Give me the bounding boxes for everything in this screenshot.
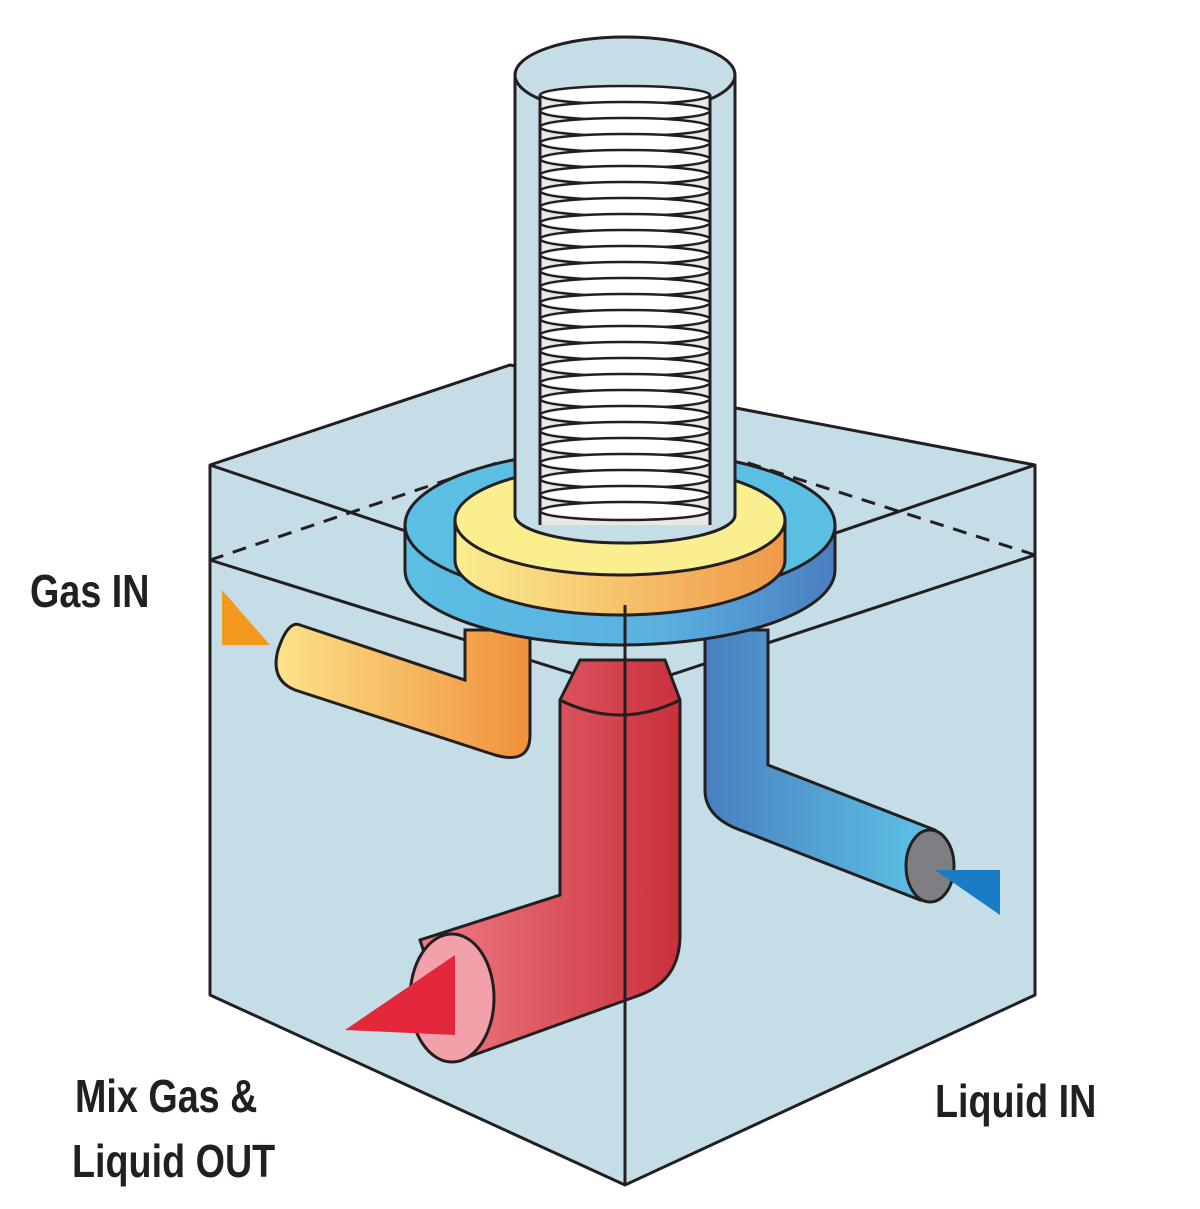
liquid-in-label: Liquid IN (935, 1075, 1097, 1127)
coil-turn (538, 500, 712, 522)
liquid-in-arrow-icon (935, 870, 1000, 915)
liquid-inlet-pipe (703, 628, 956, 904)
spiral-column (513, 35, 737, 545)
gas-in-label: Gas IN (30, 565, 150, 617)
mix-out-label-line1: Mix Gas & (75, 1070, 258, 1122)
gas-in-arrow-icon (222, 590, 270, 645)
mix-out-arrow-icon (345, 955, 455, 1035)
gas-inlet-pipe (274, 622, 532, 759)
mix-out-label-line2: Liquid OUT (72, 1135, 276, 1187)
